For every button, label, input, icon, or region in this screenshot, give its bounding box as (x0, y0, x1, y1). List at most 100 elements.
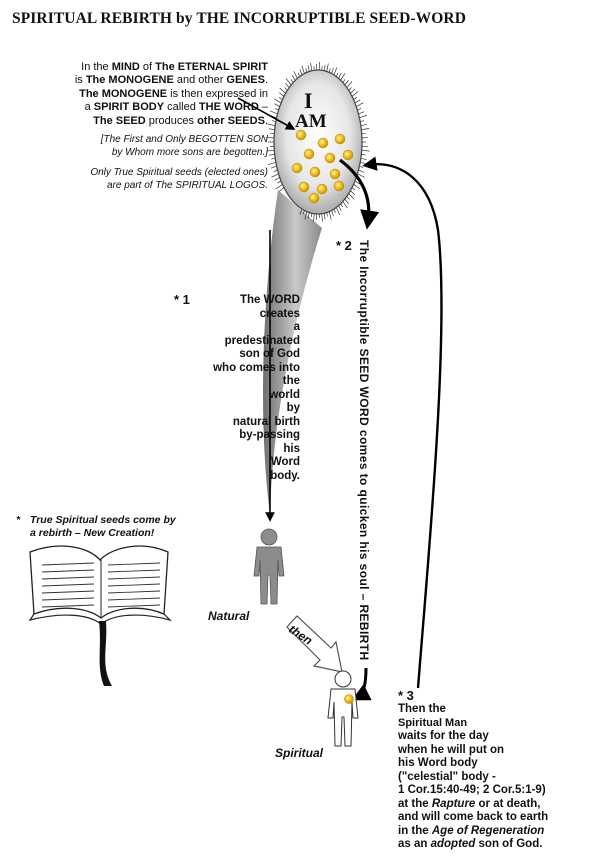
fringe-hair (358, 111, 365, 115)
intro-text-part: The MONOGENE (79, 87, 168, 100)
fringe-hair (291, 75, 296, 81)
fringe-hair (279, 187, 285, 192)
fringe-hair (310, 62, 313, 71)
fringe-hair (350, 89, 356, 94)
note-3-line: ("celestial" body - (398, 770, 496, 783)
note-3-line: waits for the day (398, 730, 489, 742)
bible-page-line (107, 562, 161, 566)
rebirth-note-star: * (16, 514, 21, 526)
fringe-hair (274, 103, 280, 107)
intro-pointer-arrow (237, 97, 296, 130)
bible-page-line (41, 576, 95, 580)
seed-body-icon (266, 62, 370, 222)
fringe-hair (348, 87, 352, 91)
vertical-seed-word-text: The Incorruptible SEED WORD comes to qui… (357, 240, 371, 661)
gold-seed-dot (334, 133, 346, 145)
intro-text-part: THE WORD (198, 101, 259, 114)
gold-seed-dot (316, 183, 328, 195)
fringe-hair (299, 69, 303, 76)
intro-text-part: The ETERNAL SPIRIT (155, 61, 268, 73)
fringe-hair (307, 212, 310, 219)
fringe-hair (285, 78, 292, 86)
gold-seed-dot (342, 149, 354, 161)
note-1-line: The WORD (239, 294, 300, 306)
spiritual-label: Spiritual (275, 746, 324, 760)
intro-text-part: GENES (226, 74, 265, 87)
fringe-hair (351, 91, 359, 97)
note-2-number: * 2 (336, 238, 352, 253)
fringe-hair (268, 128, 275, 131)
note-3-text: Then the Spiritual Man waits for the day… (398, 703, 598, 852)
note-3-part: adopted (430, 838, 476, 850)
fringe-hair (359, 114, 368, 119)
fringe-hair (323, 64, 326, 71)
note-3-part: Age of Regeneration (431, 824, 545, 837)
open-bible-icon (28, 545, 173, 686)
fringe-hair (293, 71, 298, 79)
gold-seed-dot (298, 181, 310, 193)
intro-text-part: SPIRIT BODY (93, 101, 165, 114)
fringe-hair (321, 213, 323, 222)
fringe-hair (335, 207, 340, 215)
note-3-part: at the (398, 797, 432, 810)
note-1-line: a (293, 321, 300, 333)
intro-text-part: a (84, 101, 94, 114)
intro-text-part: The SEED (93, 114, 146, 127)
fringe-hair (350, 190, 356, 195)
bible-page-line (107, 569, 161, 573)
fringe-hair (275, 184, 283, 190)
note-3-line: his Word body (398, 757, 478, 769)
fringe-hair (338, 205, 342, 212)
bible-page-line (41, 604, 95, 608)
intro-text-part: other SEEDS (197, 114, 265, 127)
note-1-line: creates (259, 307, 300, 320)
fringe-hair (328, 211, 332, 220)
note-1-line: world (269, 388, 300, 401)
bible-page-line (41, 569, 95, 573)
note-3-part: or at death, (475, 797, 541, 810)
fringe-hair (279, 92, 285, 97)
seed-descent-arrow (339, 158, 380, 230)
fringe-hair (307, 65, 310, 72)
intro-text: In the MIND of The ETERNAL SPIRIT is The… (74, 61, 268, 127)
note-3-part: as an (398, 838, 431, 850)
fringe-hair (360, 157, 367, 161)
bookmark-ribbon (99, 621, 112, 686)
fringe-hair (270, 165, 277, 169)
note-3-line: Then the (398, 703, 446, 715)
intro-text-part: The MONOGENE (85, 74, 174, 87)
fringe-hair (268, 161, 276, 165)
note-3-line: when he will put on (398, 743, 505, 756)
note-3-line: 1 Cor.15:40-49; 2 Cor.5:1-9) (398, 784, 546, 796)
fringe-hair (354, 99, 361, 104)
spiritual-man-icon (327, 670, 359, 747)
begotten-line-1: [The First and Only BEGOTTEN SON (100, 134, 268, 145)
fringe-hair (360, 161, 368, 165)
fringe-hair (274, 177, 280, 181)
fringe-hair (326, 63, 329, 72)
gold-seed-dot (309, 166, 321, 178)
note-1-line: who comes into (213, 361, 300, 374)
fringe-hair (361, 128, 370, 131)
fringe-hair (331, 67, 334, 74)
intro-text-part: In the (81, 61, 112, 73)
bible-page-line (107, 583, 161, 587)
intro-text-part: and other (173, 74, 227, 87)
bible-page-line (41, 583, 95, 587)
gold-seed-dot (291, 162, 303, 174)
fringe-hair (356, 102, 364, 107)
fringe-hair (331, 210, 334, 217)
gold-seed-dot (295, 129, 307, 141)
rebirth-note: * True Spiritual seeds come by a rebirth… (16, 514, 176, 539)
note-3-line: Spiritual Man (398, 716, 468, 729)
fringe-hair (266, 149, 275, 152)
note-1-line: his (283, 442, 300, 455)
gold-seed-dot (317, 137, 329, 149)
fringe-hair (267, 123, 276, 127)
fringe-hair (346, 196, 350, 200)
bible-page-line (41, 597, 95, 601)
note-1-line: the (282, 375, 300, 387)
fringe-hair (274, 98, 282, 104)
